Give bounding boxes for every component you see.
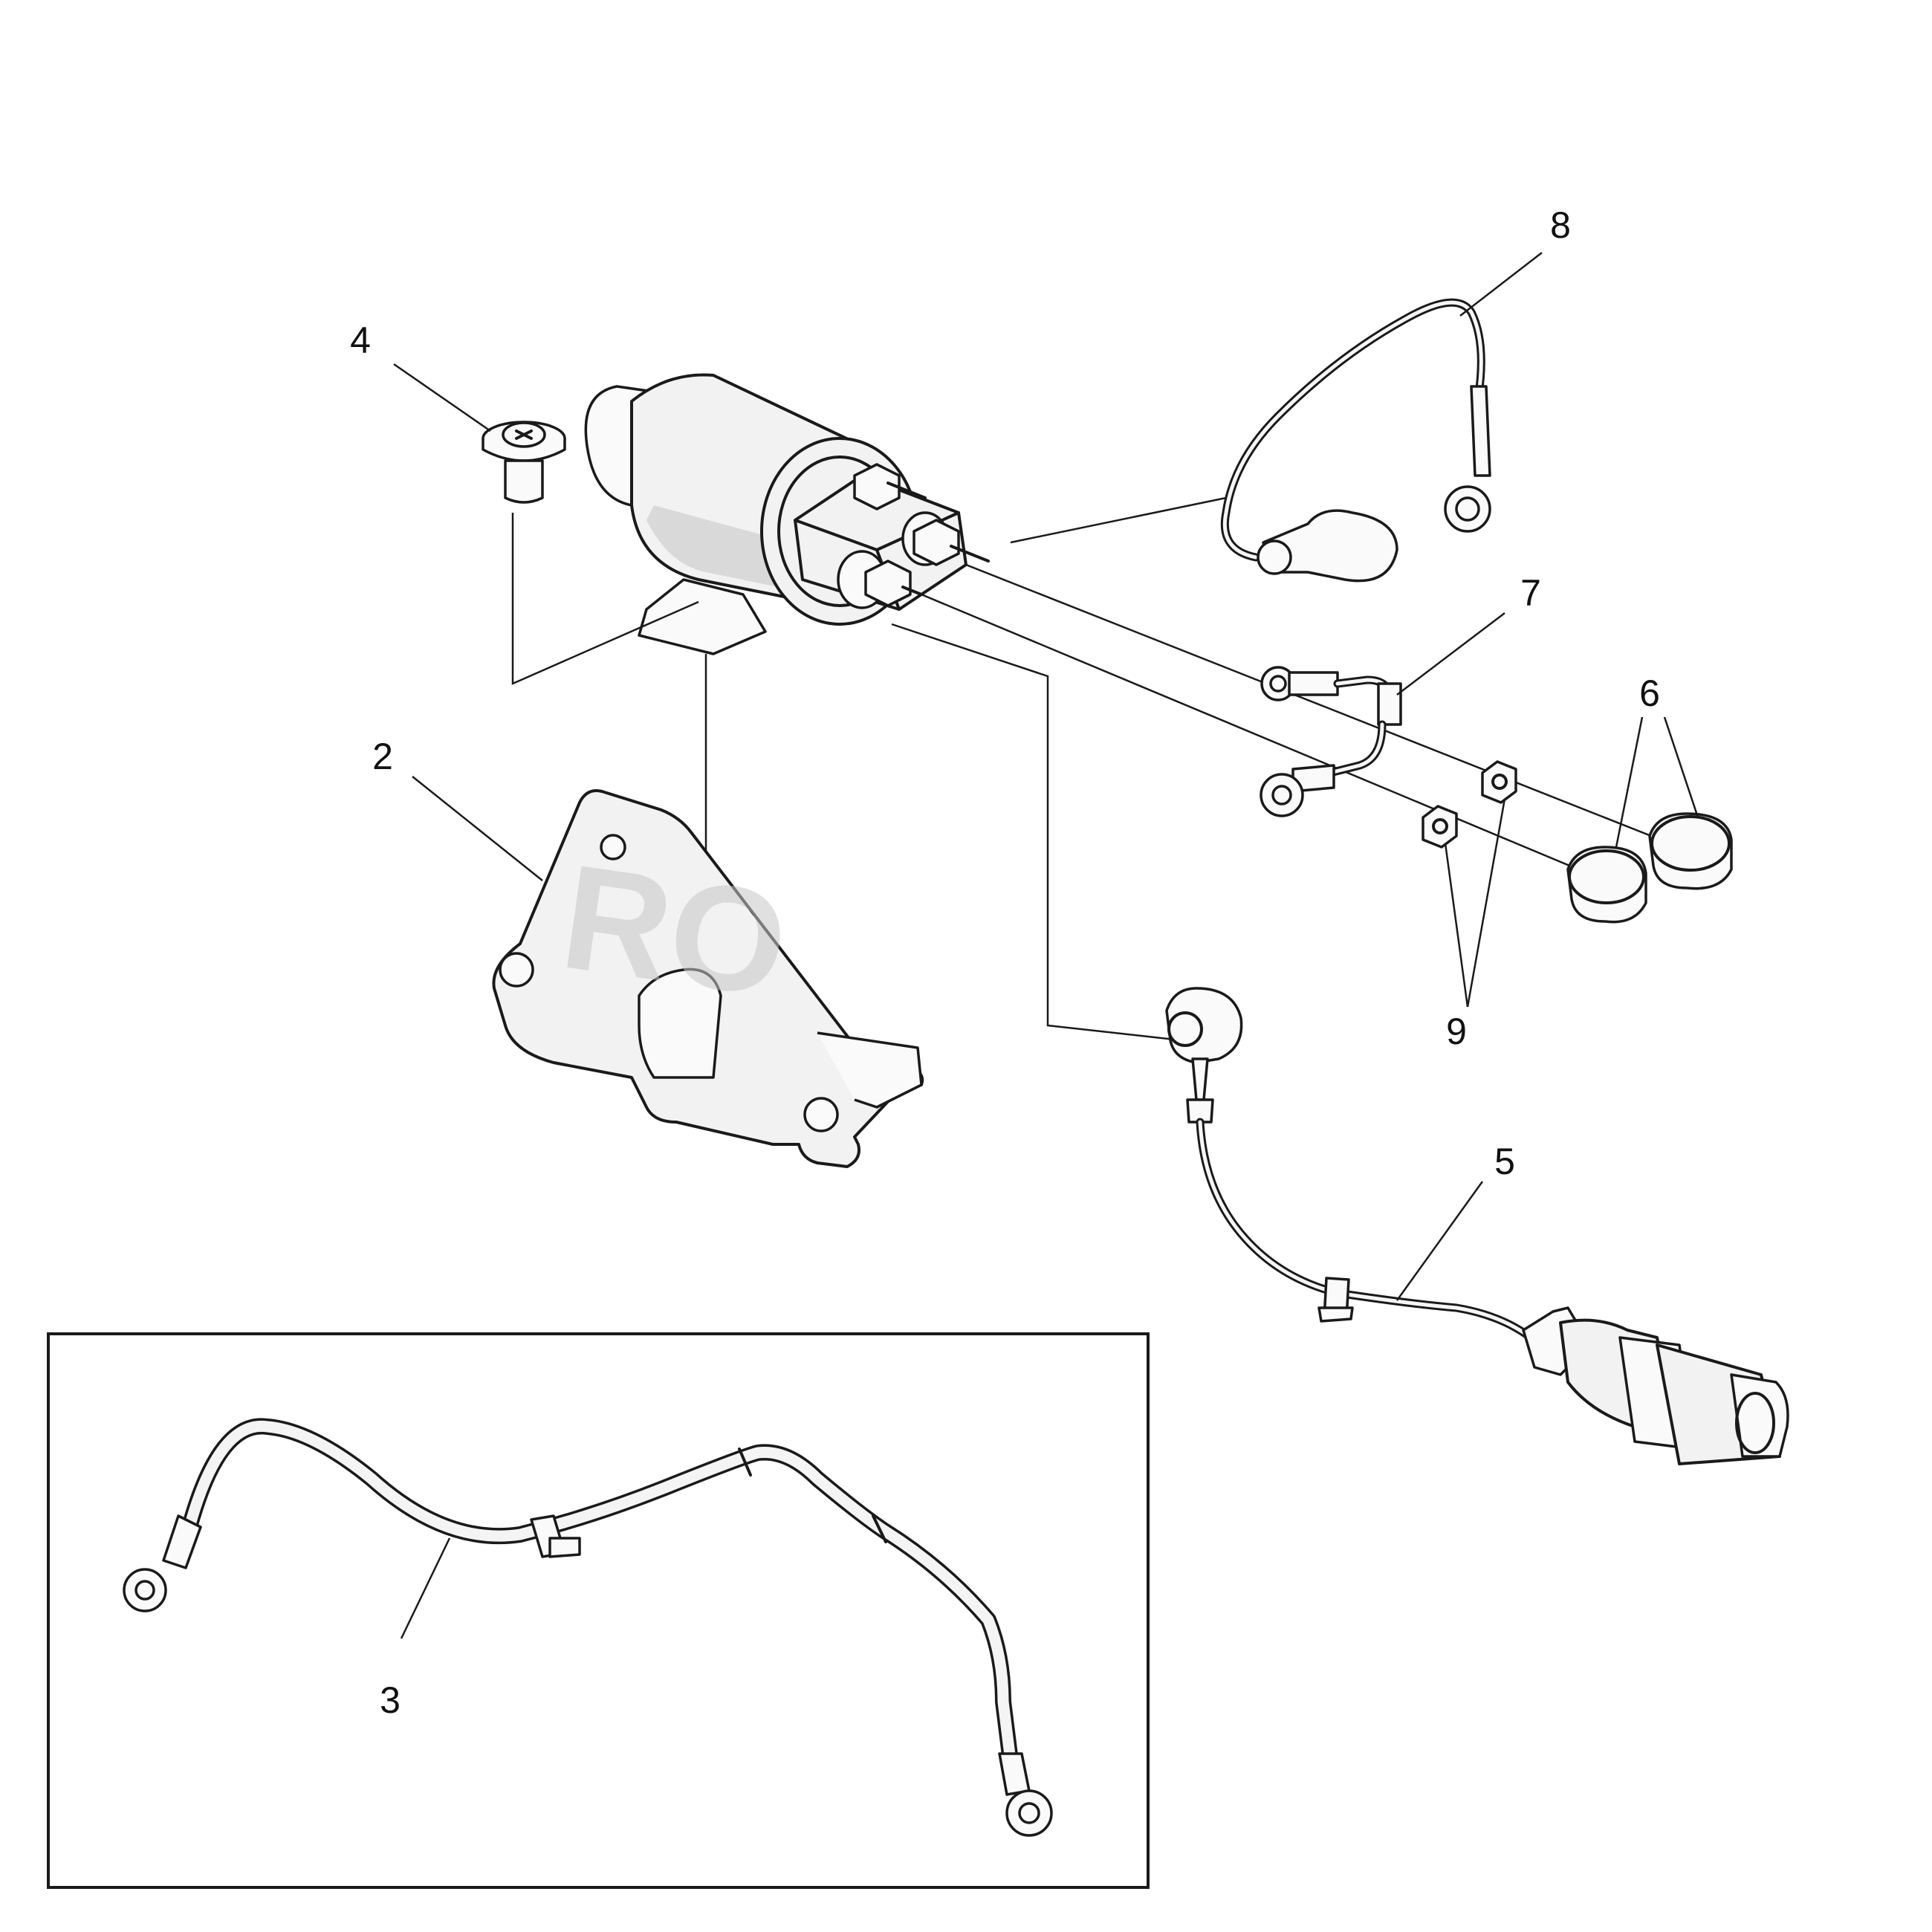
terminal-cap-left	[1566, 846, 1647, 924]
callout-label-6: 6	[1639, 672, 1660, 714]
watermark-text: RO	[553, 834, 797, 1029]
mounting-bracket: RO	[492, 789, 924, 1168]
callout-label-7: 7	[1520, 572, 1541, 614]
nut-lower	[1422, 805, 1458, 849]
sensor-cable-connector	[1165, 987, 1789, 1465]
solenoid	[584, 373, 990, 655]
callout-label-9: 9	[1446, 1011, 1467, 1052]
terminal-cap-right	[1648, 812, 1733, 890]
cable-with-boot	[1220, 298, 1491, 583]
inset-frame	[47, 1332, 1150, 1889]
terminal-stud-lower	[837, 550, 923, 609]
callout-label-2: 2	[372, 736, 393, 777]
callout-label-3: 3	[380, 1679, 401, 1721]
nut-upper	[1481, 760, 1517, 804]
battery-cable	[123, 1418, 1053, 1837]
callout-label-4: 4	[350, 320, 371, 361]
link-cable	[1260, 666, 1402, 817]
screw	[482, 421, 566, 504]
callout-leaders	[393, 252, 1699, 1639]
terminal-stud-upper	[853, 463, 990, 566]
callout-label-8: 8	[1550, 204, 1571, 246]
callout-label-5: 5	[1494, 1141, 1515, 1182]
